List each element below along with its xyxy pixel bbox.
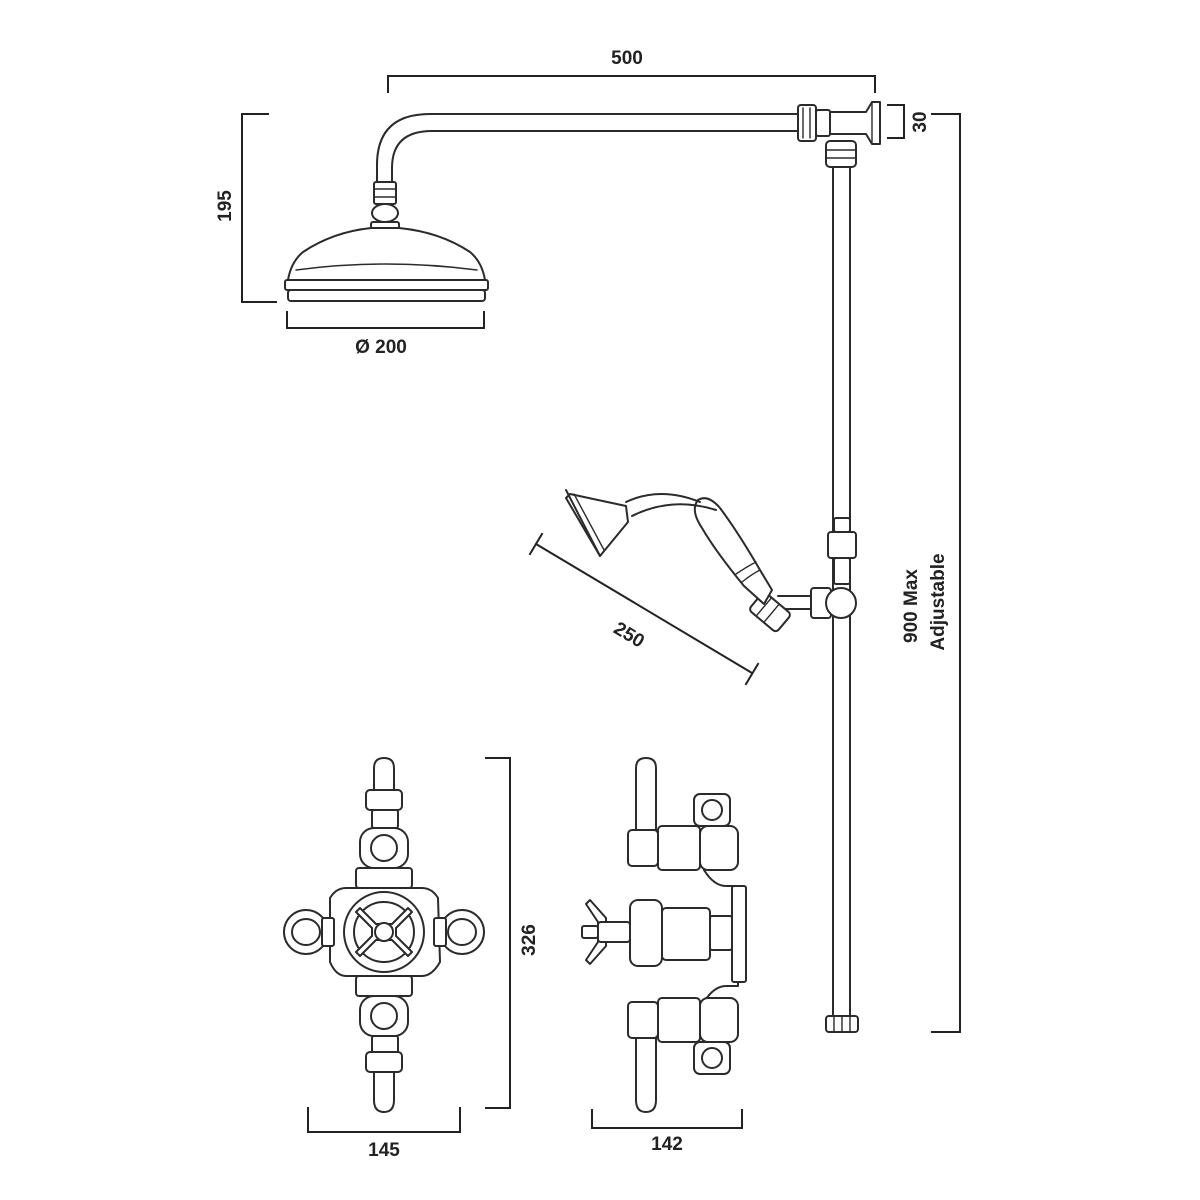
valve-side-view: [581, 757, 747, 1113]
valve-height-label: 326: [519, 924, 540, 956]
bracket-height-label: 30: [910, 111, 931, 132]
shower-head-assembly: [284, 101, 881, 302]
head-diameter-label: Ø 200: [355, 337, 407, 358]
rail-height-label-line2: Adjustable: [928, 553, 949, 650]
valve-front-width-label: 145: [368, 1140, 400, 1161]
head-height-label: 195: [215, 190, 236, 222]
handset-length-label: 250: [610, 618, 648, 652]
handset: [565, 489, 791, 633]
dimension-lines: [241, 75, 961, 1133]
riser-rail: [777, 140, 859, 1033]
valve-front-view: [283, 757, 485, 1113]
rail-height-label-line1: 900 Max: [901, 569, 922, 643]
arm-length-label: 500: [611, 48, 643, 69]
valve-side-width-label: 142: [651, 1134, 683, 1155]
